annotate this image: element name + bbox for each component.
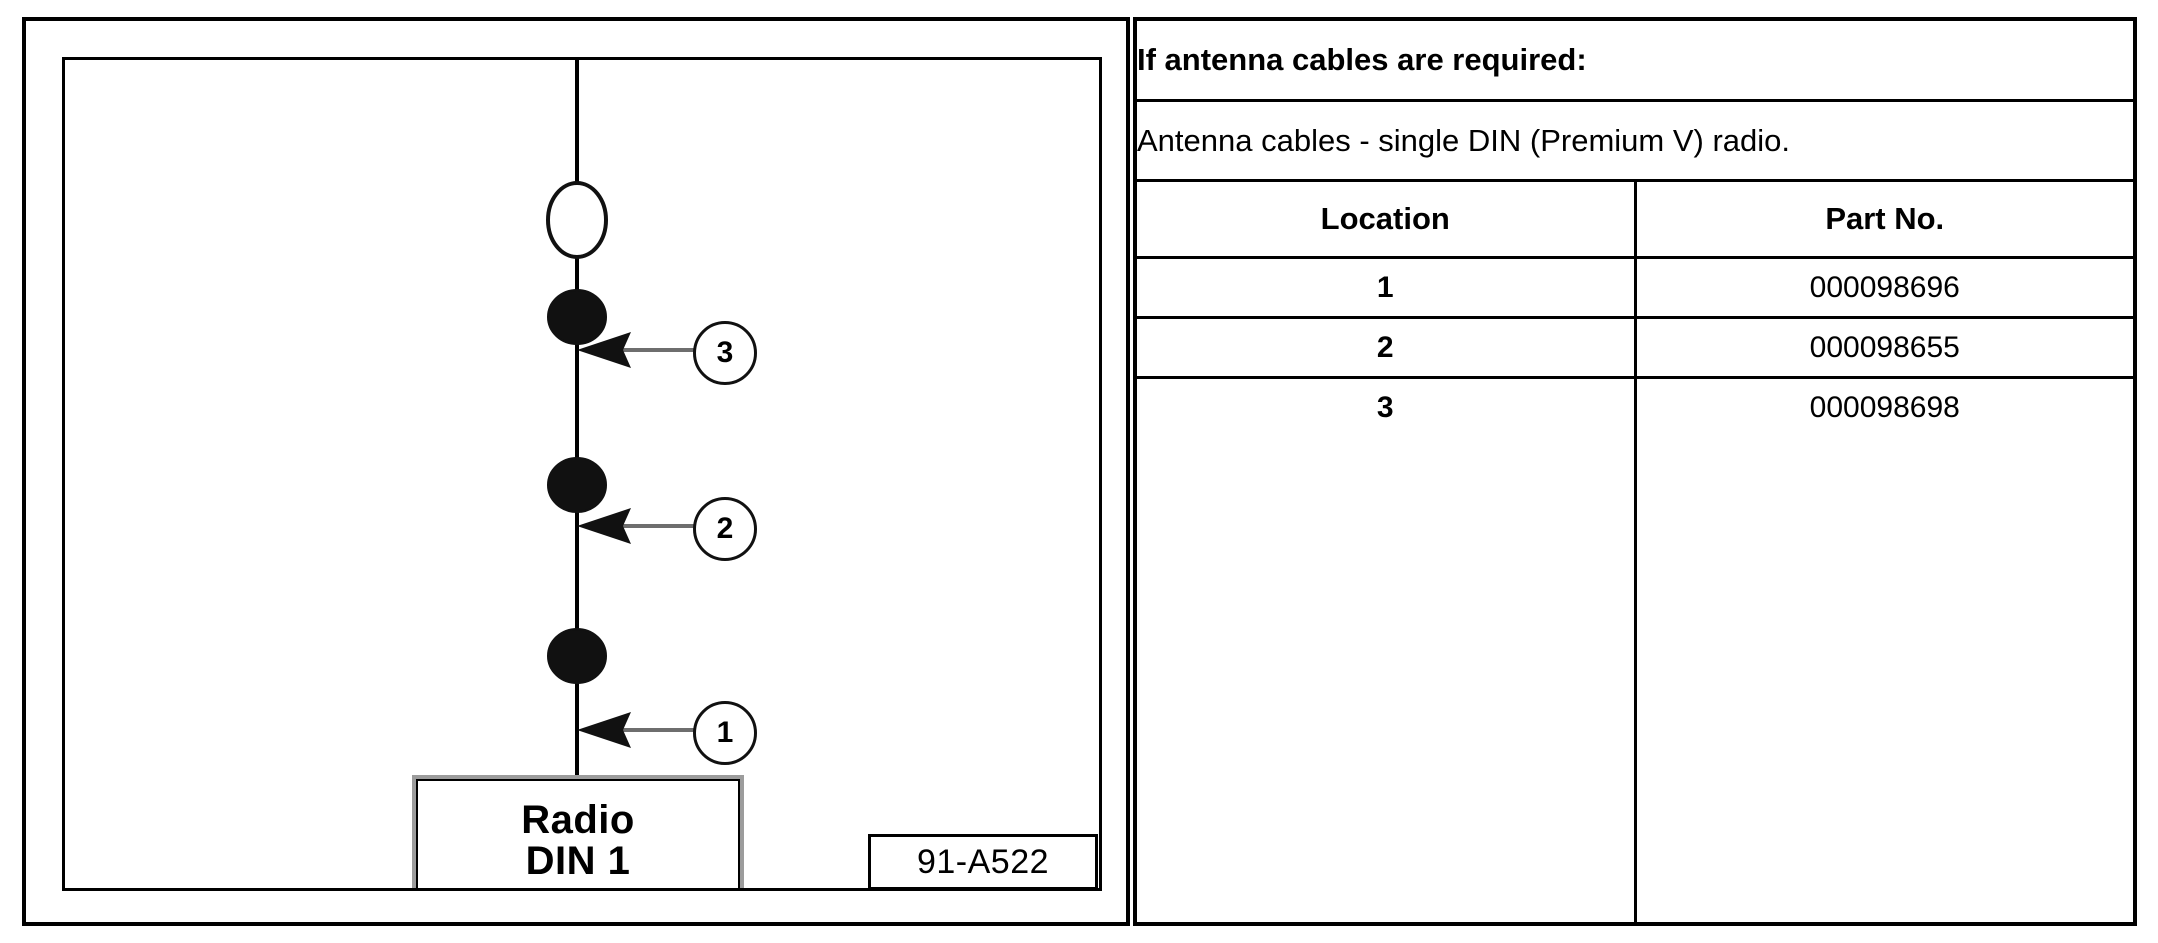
table-subtitle: Antenna cables - single DIN (Premium V) … (1137, 100, 2133, 182)
table-filler-row (1137, 436, 2133, 922)
cable-joint-node-3 (547, 289, 607, 345)
row-3-part-no: 000098698 (1635, 377, 2133, 436)
parts-table-panel: If antenna cables are required: Antenna … (1133, 17, 2137, 926)
radio-component-box[interactable]: Radio DIN 1 (412, 775, 744, 888)
callout-label-3: 3 (716, 336, 734, 369)
row-1-location: 1 (1137, 257, 1637, 319)
drawing-reference-box: 91-A522 (868, 834, 1098, 888)
callout-label-2: 2 (716, 512, 734, 545)
filler-cell-left (1137, 436, 1637, 922)
callout-marker-3[interactable]: 3 (693, 321, 757, 385)
radio-component-inner: Radio DIN 1 (416, 779, 740, 888)
table-row[interactable]: 1 000098696 (1137, 257, 2133, 319)
antenna-mast-symbol (546, 181, 608, 259)
parts-table: If antenna cables are required: Antenna … (1137, 21, 2133, 922)
row-2-location: 2 (1137, 317, 1637, 379)
row-3-location: 3 (1137, 377, 1637, 436)
cable-joint-node-2 (547, 457, 607, 513)
callout-label-1: 1 (716, 716, 734, 749)
cable-joint-node-1 (547, 628, 607, 684)
illustration-panel: 3 2 1 Radio DIN 1 91-A522 (22, 17, 1130, 926)
leader-1 (577, 712, 695, 748)
radio-label-line2: DIN 1 (525, 839, 631, 883)
row-2-part-no: 000098655 (1635, 317, 2133, 379)
table-subtitle-row: Antenna cables - single DIN (Premium V) … (1137, 100, 2133, 182)
drawing-reference-code: 91-A522 (916, 842, 1050, 881)
leader-2 (577, 508, 695, 544)
table-row[interactable]: 3 000098698 (1137, 377, 2133, 436)
table-row[interactable]: 2 000098655 (1137, 317, 2133, 379)
column-header-location: Location (1137, 180, 1637, 259)
table-title-row: If antenna cables are required: (1137, 21, 2133, 102)
cable-routing-schematic (546, 60, 695, 778)
callout-marker-1[interactable]: 1 (693, 701, 757, 765)
leader-3 (577, 332, 695, 368)
radio-label-line1: Radio (521, 798, 635, 843)
row-1-part-no: 000098696 (1635, 257, 2133, 319)
filler-cell-right (1635, 436, 2133, 922)
table-title: If antenna cables are required: (1137, 21, 2133, 102)
diagram-frame: 3 2 1 Radio DIN 1 91-A522 (62, 57, 1102, 891)
column-header-part-no: Part No. (1635, 180, 2133, 259)
table-header-row: Location Part No. (1137, 180, 2133, 259)
callout-marker-2[interactable]: 2 (693, 497, 757, 561)
